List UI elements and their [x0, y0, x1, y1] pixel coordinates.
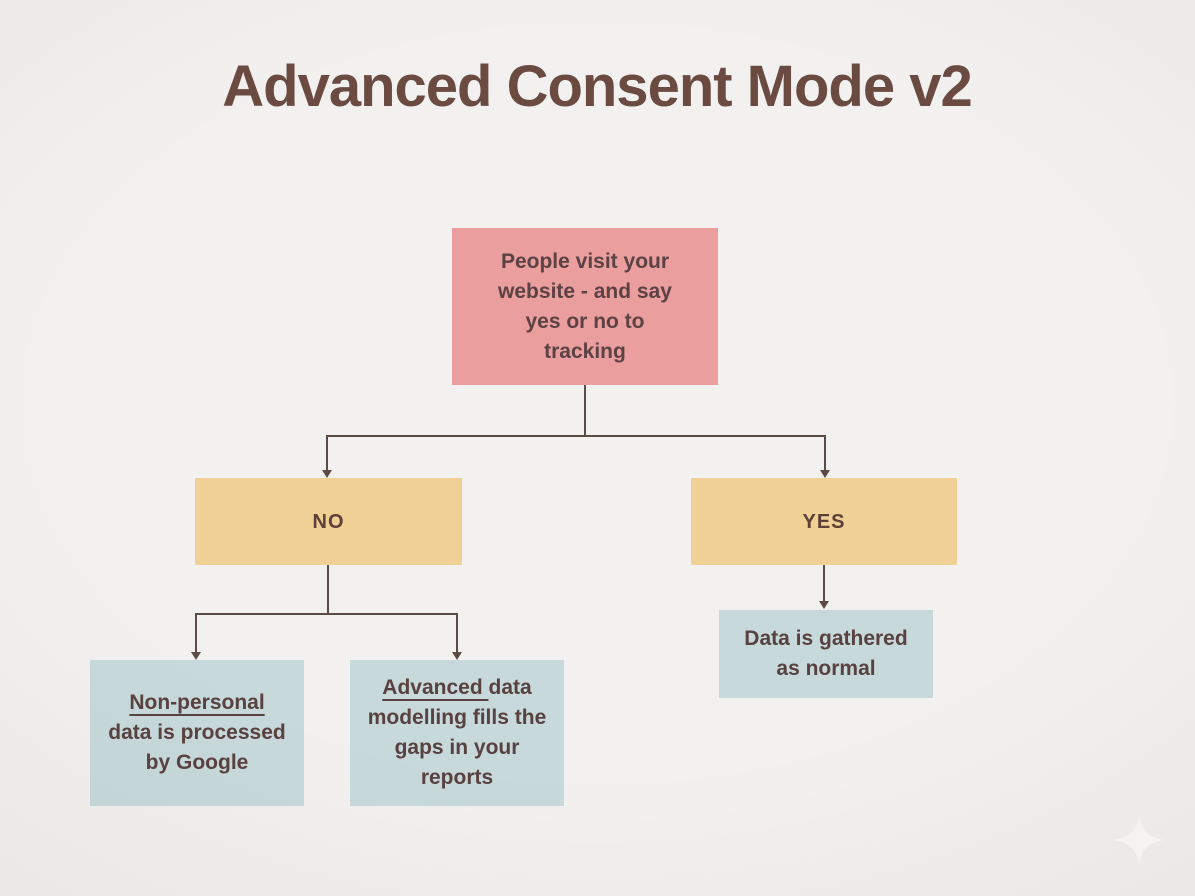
outcome-normal-label: Data is gathered as normal — [744, 627, 908, 680]
decision-no-label: NO — [312, 510, 345, 533]
connector-to-no — [326, 435, 328, 471]
sparkle-icon — [1113, 814, 1165, 866]
root-box-label: People visit your website - and say yes … — [498, 249, 672, 363]
decision-box-yes: YES — [691, 478, 957, 565]
outcome-box-nonpersonal: Non-personal data is processed by Google — [90, 660, 304, 806]
connector-root-branch — [326, 435, 826, 437]
page-title: Advanced Consent Mode v2 — [222, 54, 972, 119]
arrowhead-outcome1-icon — [191, 652, 201, 660]
arrowhead-no-icon — [322, 470, 332, 478]
outcome-box-normal: Data is gathered as normal — [719, 610, 933, 698]
arrowhead-yes-icon — [820, 470, 830, 478]
connector-to-outcome1 — [195, 613, 197, 652]
outcome-modelling-rest: data modelling fills the gaps in your re… — [367, 676, 547, 789]
decision-yes-label: YES — [802, 510, 846, 533]
decision-box-no: NO — [195, 478, 462, 565]
connector-to-outcome2 — [456, 613, 458, 652]
connector-no-stem — [327, 565, 329, 614]
outcome-nonpersonal-rest: data is processed by Google — [108, 721, 286, 774]
outcome-nonpersonal-underlined: Non-personal — [129, 691, 265, 714]
outcome-nonpersonal-label: Non-personal data is processed by Google — [106, 688, 288, 778]
arrowhead-outcome3-icon — [819, 601, 829, 609]
root-box-visitors: People visit your website - and say yes … — [452, 228, 718, 385]
connector-no-branch — [195, 613, 458, 615]
outcome-box-modelling: Advanced data modelling fills the gaps i… — [350, 660, 564, 806]
outcome-modelling-underlined: Advanced — [382, 676, 489, 699]
connector-to-yes — [824, 435, 826, 471]
outcome-modelling-label: Advanced data modelling fills the gaps i… — [364, 673, 550, 793]
connector-root-stem — [584, 385, 586, 436]
connector-yes-stem — [823, 565, 825, 602]
arrowhead-outcome2-icon — [452, 652, 462, 660]
